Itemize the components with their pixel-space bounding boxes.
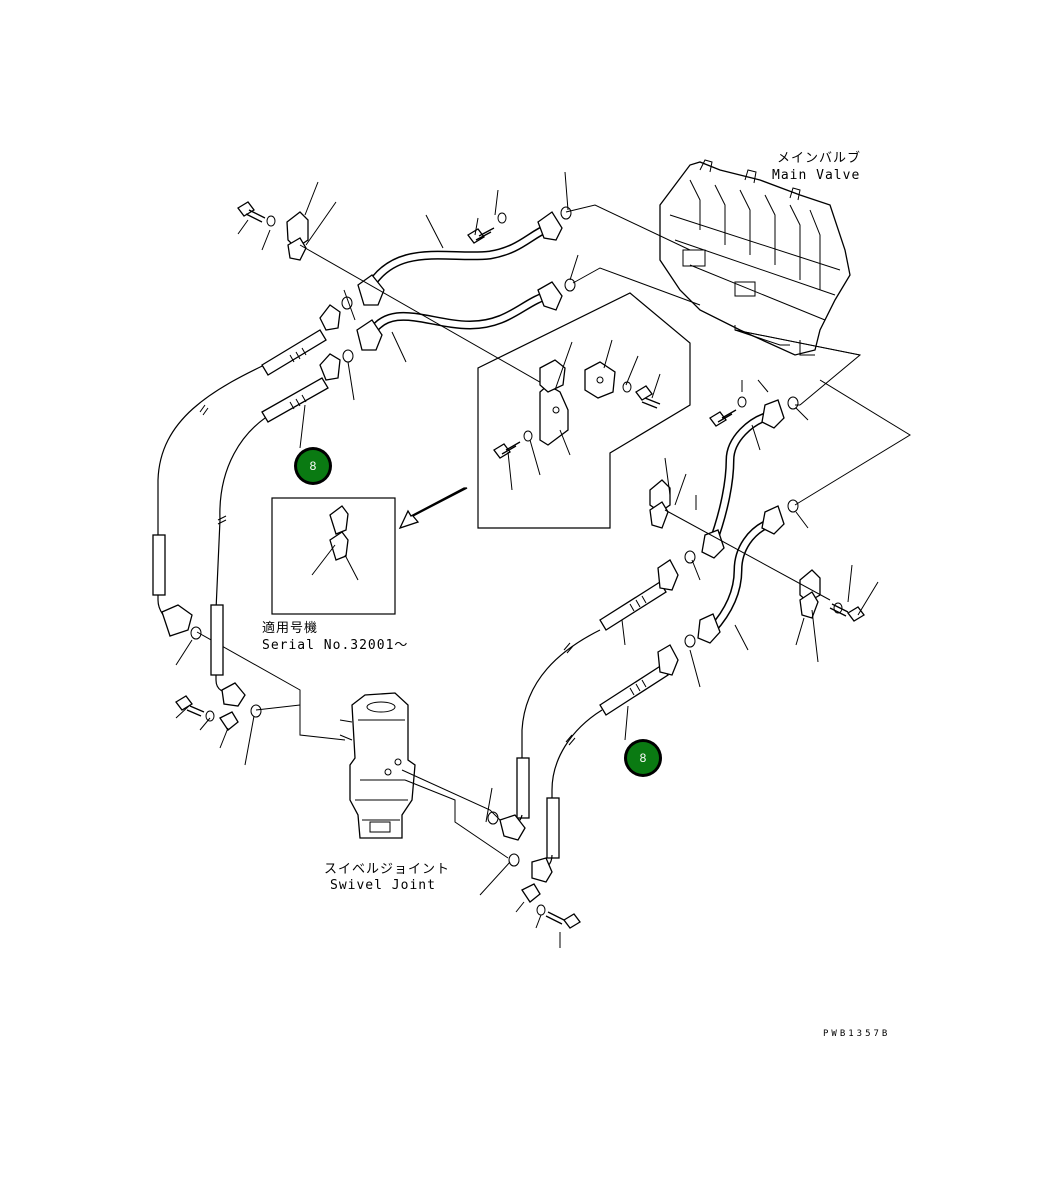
bracket-parts bbox=[539, 359, 616, 446]
fittings bbox=[161, 211, 785, 883]
swivel-joint-drawing bbox=[339, 692, 416, 839]
main-valve-label-jp: メインバルブ bbox=[777, 150, 861, 166]
main-valve-drawing bbox=[659, 159, 851, 356]
serial-label-jp: 適用号機 bbox=[262, 620, 318, 636]
bolts-washers bbox=[175, 201, 865, 929]
o-rings bbox=[190, 206, 799, 867]
hoses bbox=[363, 223, 777, 635]
callout-badge-8-left[interactable]: 8 bbox=[294, 447, 332, 485]
serial-label-en: Serial No.32001～ bbox=[262, 638, 408, 653]
swivel-joint-label-en: Swivel Joint bbox=[330, 878, 436, 893]
callout-number: 8 bbox=[640, 751, 647, 765]
leader-lines bbox=[175, 171, 879, 948]
drawing-code: PWB1357B bbox=[823, 1029, 890, 1039]
clamps bbox=[286, 211, 821, 619]
badge-fill bbox=[627, 742, 659, 774]
callout-badge-8-right[interactable]: 8 bbox=[624, 739, 662, 777]
arrow-icon bbox=[398, 487, 468, 530]
detail-panel bbox=[477, 292, 691, 529]
badge-fill bbox=[297, 450, 329, 482]
serial-detail-box bbox=[271, 497, 396, 615]
main-valve-label-en: Main Valve bbox=[772, 168, 860, 183]
callout-number: 8 bbox=[310, 459, 317, 473]
swivel-joint-label-jp: スイベルジョイント bbox=[324, 862, 450, 877]
